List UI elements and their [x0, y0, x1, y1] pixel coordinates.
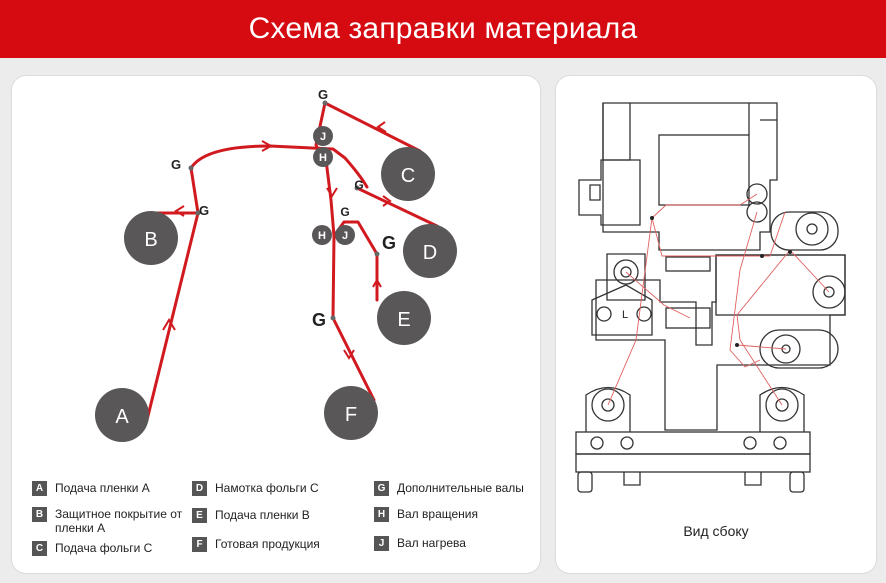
legend-key: H — [374, 507, 389, 522]
legend-key: G — [374, 481, 389, 496]
legend-label: Дополнительные валы — [397, 481, 524, 495]
legend-item: B Защитное покрытие от пленки A — [32, 507, 192, 535]
legend-label: Подача пленки B — [215, 508, 310, 522]
legend-label: Подача пленки A — [55, 481, 150, 495]
legend-key: E — [192, 508, 207, 523]
legend-key: D — [192, 481, 207, 496]
legend-item: F Готовая продукция — [192, 537, 352, 552]
legend-key: C — [32, 541, 47, 556]
legend-item: E Подача пленки B — [192, 508, 352, 523]
threading-diagram-panel — [12, 76, 540, 573]
legend-item: H Вал вращения — [374, 507, 534, 522]
legend-label: Подача фольги C — [55, 541, 153, 555]
page-title: Схема заправки материала — [0, 0, 886, 58]
legend-key: B — [32, 507, 47, 522]
legend-label: Вал нагрева — [397, 536, 466, 550]
legend-item: C Подача фольги C — [32, 541, 182, 556]
legend-key: A — [32, 481, 47, 496]
legend-label: Готовая продукция — [215, 537, 320, 551]
side-view-caption: Вид сбоку — [683, 523, 749, 539]
legend-key: F — [192, 537, 207, 552]
legend-item: J Вал нагрева — [374, 536, 534, 551]
side-view-panel — [556, 76, 876, 573]
legend-label: Намотка фольги C — [215, 481, 319, 495]
legend-key: J — [374, 536, 389, 551]
legend-label: Вал вращения — [397, 507, 478, 521]
legend-item: G Дополнительные валы — [374, 481, 534, 496]
legend-label: Защитное покрытие от пленки A — [55, 507, 183, 535]
legend-item: A Подача пленки A — [32, 481, 182, 496]
legend-item: D Намотка фольги C — [192, 481, 352, 496]
